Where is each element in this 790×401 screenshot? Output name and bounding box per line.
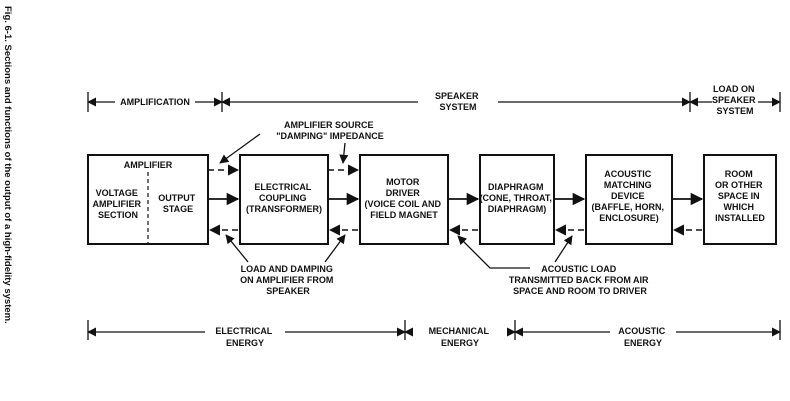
block-motor-driver: MOTOR DRIVER (VOICE COIL AND FIELD MAGNE… <box>359 154 449 245</box>
annotation-source-impedance: AMPLIFIER SOURCE "DAMPING" IMPEDANCE <box>276 120 384 141</box>
label-mechanical-energy: MECHANICAL ENERGY <box>429 326 492 348</box>
block-diaphragm: DIAPHRAGM (CONE, THROAT, DIAPHRAGM) <box>479 154 555 245</box>
amplifier-title: AMPLIFIER <box>124 160 173 170</box>
amplifier-voltage-section: VOLTAGE AMPLIFIER SECTION <box>92 188 143 220</box>
bottom-ruler: ELECTRICAL ENERGY MECHANICAL ENERGY ACOU… <box>87 320 781 348</box>
block-acoustic-matching: ACOUSTIC MATCHING DEVICE (BAFFLE, HORN, … <box>585 154 673 245</box>
svg-text:DIAPHRAGM (CONE, THROAT,: DIAPHRAGM (CONE, THROAT, DIAPHRAGM) <box>480 182 555 214</box>
figure-caption: Fig. 6-1. Sections and functions of the … <box>2 6 13 324</box>
label-load-on-speaker-system: LOAD ON SPEAKER SYSTEM <box>712 84 758 116</box>
block-amplifier: AMPLIFIER VOLTAGE AMPLIFIER SECTION OUTP… <box>87 154 209 245</box>
annotation-acoustic-load: ACOUSTIC LOAD TRANSMITTED BACK FROM AIR … <box>509 264 651 296</box>
svg-text:MOTOR DRIVER (VOIC: MOTOR DRIVER (VOICE COIL AND FIELD MAGNE… <box>364 177 443 220</box>
label-amplification: AMPLIFICATION <box>120 97 190 107</box>
svg-text:ROOM OR OTHER SPAC: ROOM OR OTHER SPACE IN WHICH INSTALLED <box>715 169 765 223</box>
block-room: ROOM OR OTHER SPACE IN WHICH INSTALLED <box>703 154 777 245</box>
top-ruler: AMPLIFICATION SPEAKER SYSTEM LOAD ON SPE… <box>87 84 781 116</box>
svg-text:ELECTRICAL COUPLING: ELECTRICAL COUPLING (TRANSFORMER) <box>246 182 322 214</box>
amplifier-output-stage: OUTPUT STAGE <box>158 193 198 214</box>
svg-text:ACOUSTIC MATCHING: ACOUSTIC MATCHING DEVICE (BAFFLE, HORN, … <box>591 169 666 223</box>
label-acoustic-energy: ACOUSTIC ENERGY <box>618 326 668 348</box>
block-electrical-coupling: ELECTRICAL COUPLING (TRANSFORMER) <box>239 154 329 245</box>
label-speaker-system: SPEAKER SYSTEM <box>435 91 481 112</box>
annotation-load-damping: LOAD AND DAMPING ON AMPLIFIER FROM SPEAK… <box>240 264 336 296</box>
label-electrical-energy: ELECTRICAL ENERGY <box>215 326 274 348</box>
connectors <box>208 164 704 236</box>
